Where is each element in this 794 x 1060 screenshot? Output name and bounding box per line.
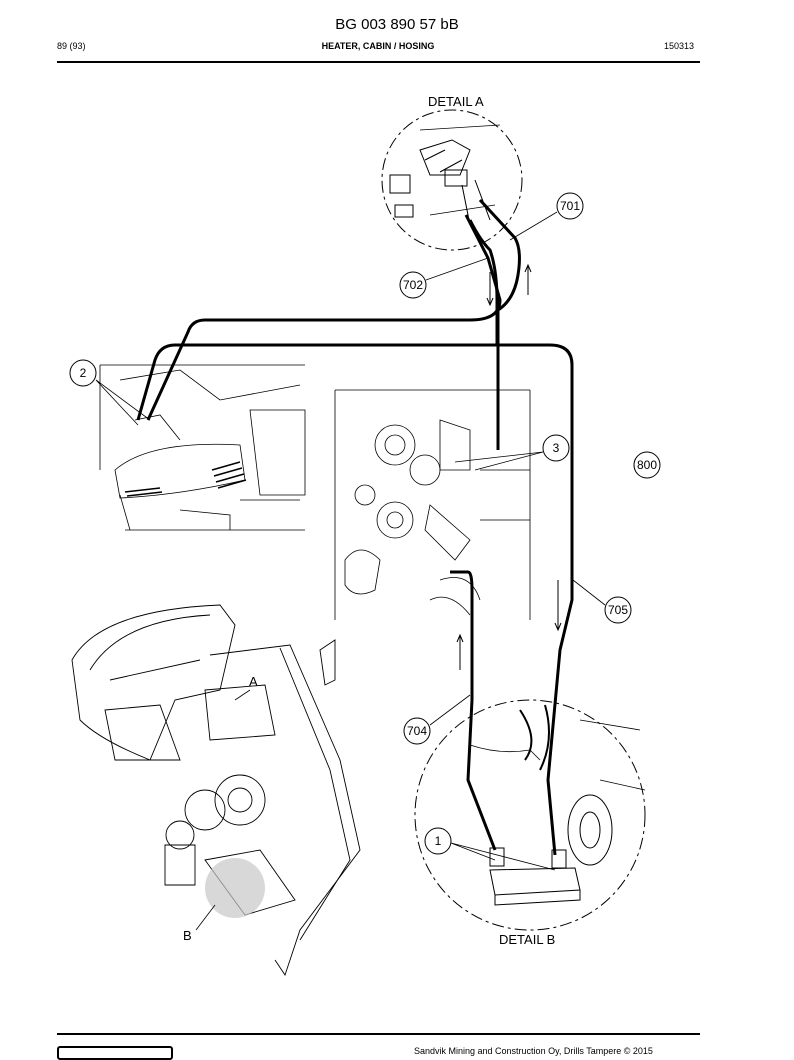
footer-rule [57,1033,700,1035]
view-a-label: A [249,674,258,689]
sheet-title: HEATER, CABIN / HOSING [321,41,435,51]
copyright-notice: Sandvik Mining and Construction Oy, Dril… [414,1046,653,1056]
callout-2: 2 [69,359,151,426]
cabin-front-view [99,364,306,531]
callout-702: 702 [399,257,489,299]
engine-view [334,389,531,620]
callout-1: 1 [424,827,556,871]
detail-a-view [381,109,523,251]
page-number: 89 (93) [57,41,86,51]
callout-800: 800 [633,451,661,479]
callout-701: 701 [509,192,584,241]
flow-arrows [456,263,562,670]
detail-b-highlight [205,858,265,918]
svg-text:705: 705 [608,603,628,617]
detail-a-label: DETAIL A [428,94,484,109]
header-rule [57,61,700,63]
svg-text:1: 1 [435,834,442,848]
document-number: BG 003 890 57 bB [335,16,459,33]
callout-704: 704 [403,694,471,745]
svg-text:800: 800 [637,458,657,472]
detail-b-view [414,699,646,931]
svg-text:704: 704 [407,724,427,738]
callout-3: 3 [454,434,570,471]
callout-705: 705 [572,579,632,624]
company-logo [57,1046,173,1060]
svg-text:701: 701 [560,199,580,213]
svg-text:2: 2 [80,366,87,380]
svg-text:3: 3 [553,441,560,455]
hose-lines [136,198,574,856]
detail-b-label: DETAIL B [499,932,555,947]
machine-overview [71,604,361,977]
svg-text:702: 702 [403,278,423,292]
view-b-label: B [183,928,192,943]
document-date: 150313 [664,41,695,51]
